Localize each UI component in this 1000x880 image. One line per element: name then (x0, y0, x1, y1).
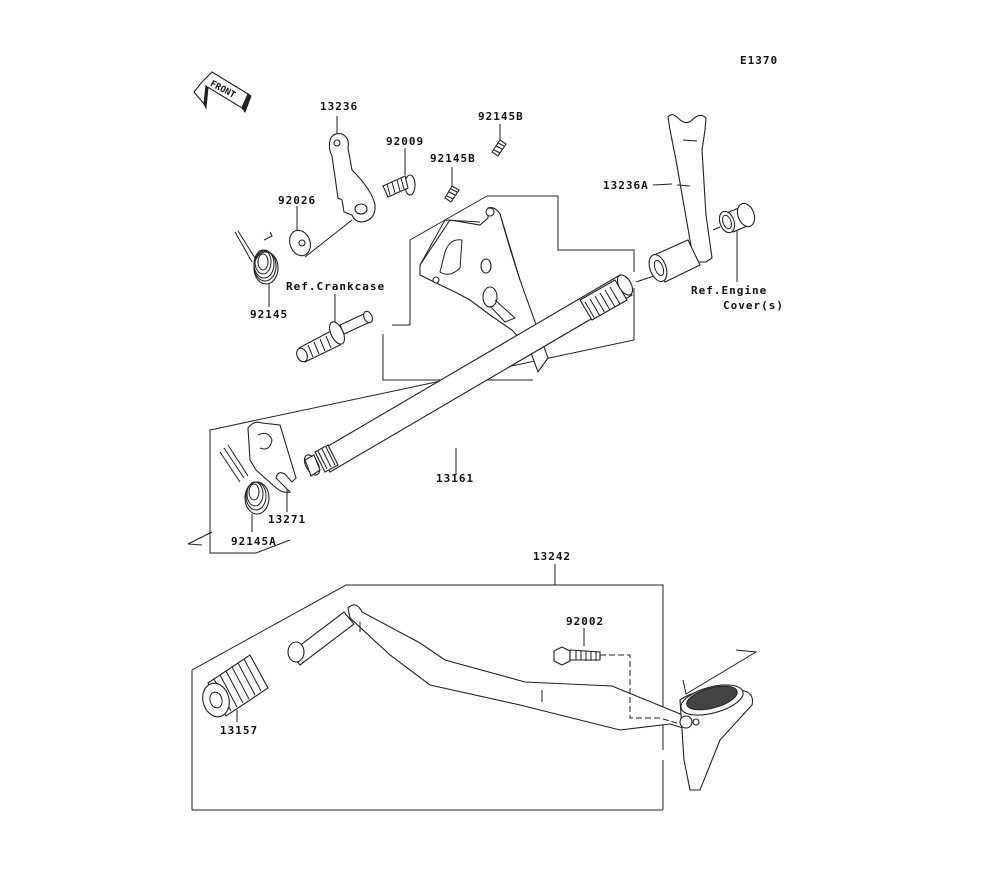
part-13236A-lever: 13236A (603, 114, 713, 283)
ref-engine-cover-bearing: Ref.Engine Cover(s) (691, 202, 784, 312)
part-13242-shift-pedal (287, 604, 754, 791)
part-92145B-clip-b: 92145B (430, 152, 476, 203)
label-92002: 92002 (566, 615, 604, 628)
front-arrow-icon: FRONT (193, 71, 252, 114)
label-13236: 13236 (320, 100, 358, 113)
label-92145B-upper: 92145B (478, 110, 524, 123)
upper-assembly-frame (187, 195, 635, 554)
part-13271-plate: 13271 (247, 421, 306, 526)
label-92145A: 92145A (231, 535, 277, 548)
ref-crankcase-stud: Ref.Crankcase (286, 280, 385, 363)
part-13161-shaft: 13161 (303, 274, 634, 485)
part-92002-bolt: 92002 (553, 615, 681, 725)
label-92009: 92009 (386, 135, 424, 148)
part-92145-spring: 92145 (234, 230, 288, 321)
diagram-code: E1370 (740, 54, 778, 67)
label-ref-crankcase: Ref.Crankcase (286, 280, 385, 293)
label-92026: 92026 (278, 194, 316, 207)
label-ref-engine-cover-line1: Ref.Engine (691, 284, 767, 297)
label-92145: 92145 (250, 308, 288, 321)
label-92145B-lower: 92145B (430, 152, 476, 165)
part-92026-washer: 92026 (278, 194, 353, 258)
part-shift-mechanism (419, 207, 549, 374)
label-13161: 13161 (436, 472, 474, 485)
lower-assembly-frame: 13242 (191, 550, 758, 811)
label-ref-engine-cover-line2: Cover(s) (723, 299, 784, 312)
label-13236A: 13236A (603, 179, 649, 192)
label-13157: 13157 (220, 724, 258, 737)
part-92009-bolt: 92009 (382, 135, 424, 198)
part-13236-lever: 13236 (320, 100, 376, 223)
part-92145B-clip-a: 92145B (478, 110, 524, 157)
label-13242: 13242 (533, 550, 571, 563)
label-13271: 13271 (268, 513, 306, 526)
part-13157-rubber: 13157 (202, 654, 269, 737)
part-92145A-spring: 92145A (219, 444, 277, 548)
